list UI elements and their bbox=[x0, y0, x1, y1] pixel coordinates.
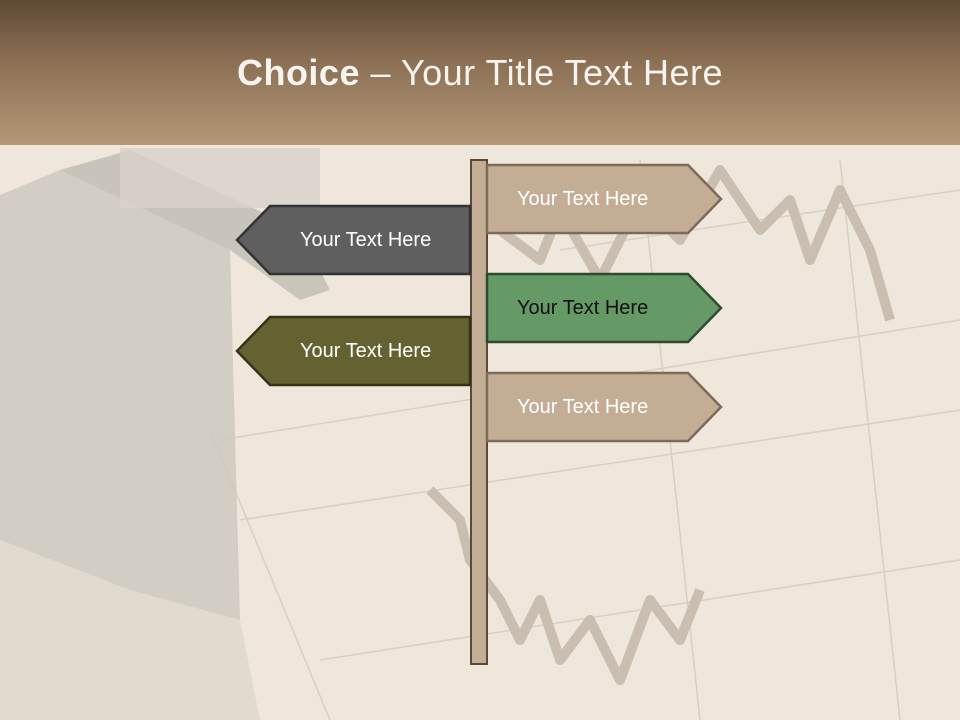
sign-label-4: Your Text Here bbox=[300, 340, 432, 362]
sign-arrow-1[interactable] bbox=[485, 163, 723, 235]
title-banner bbox=[0, 0, 960, 145]
slide-title-rest: – Your Title Text Here bbox=[359, 52, 724, 93]
sign-label-2: Your Text Here bbox=[300, 229, 432, 251]
sign-label-3: Your Text Here bbox=[517, 297, 649, 319]
sign-arrow-4[interactable] bbox=[235, 315, 472, 387]
sign-arrow-2[interactable] bbox=[235, 204, 472, 276]
sign-label-5: Your Text Here bbox=[517, 396, 649, 418]
slide-title[interactable]: Choice – Your Title Text Here bbox=[0, 52, 960, 94]
sign-label-1: Your Text Here bbox=[517, 188, 649, 210]
sign-arrow-3[interactable] bbox=[485, 272, 723, 344]
signpost-pole bbox=[470, 159, 488, 665]
slide-title-bold: Choice bbox=[236, 52, 360, 93]
sign-arrow-5[interactable] bbox=[485, 371, 723, 443]
